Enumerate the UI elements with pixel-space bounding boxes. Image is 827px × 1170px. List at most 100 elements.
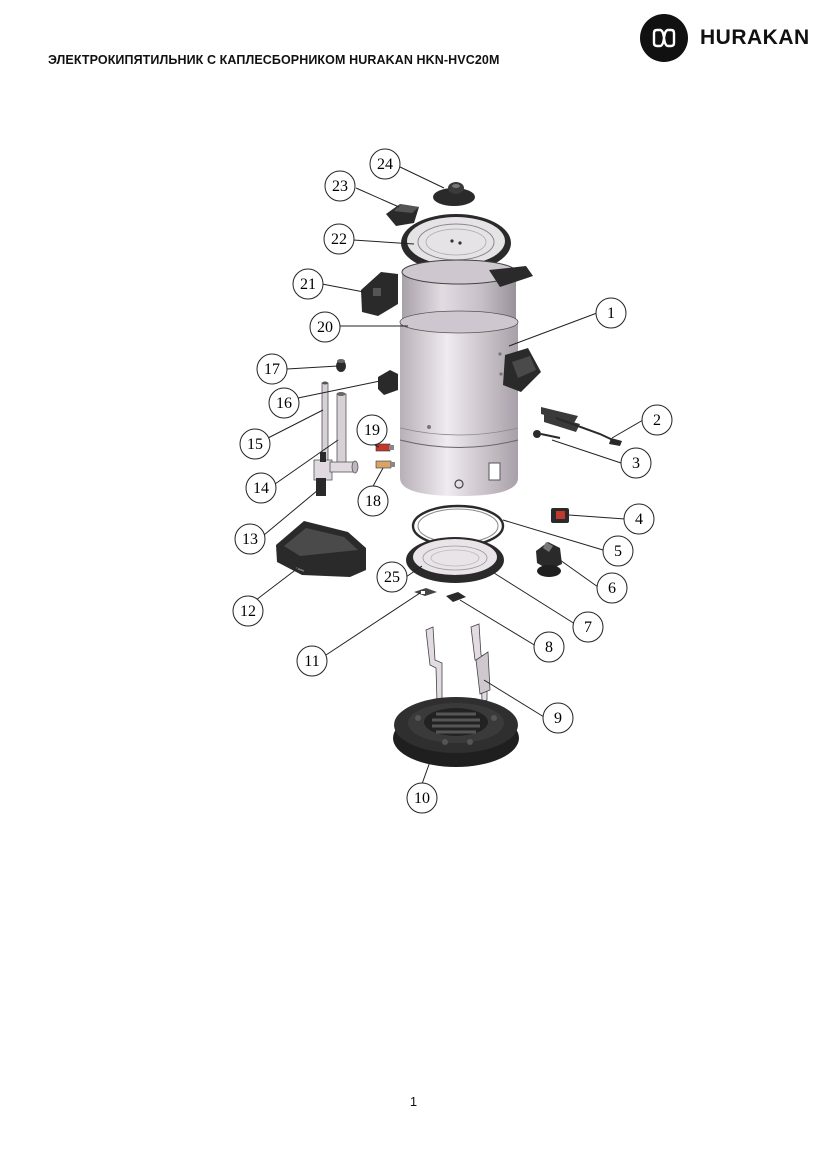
callout-label: 4 bbox=[635, 511, 643, 528]
callout-9: 9 bbox=[542, 702, 574, 734]
leader-11 bbox=[325, 592, 421, 656]
callout-label: 7 bbox=[584, 619, 592, 636]
leader-15 bbox=[267, 409, 324, 439]
callout-13: 13 bbox=[234, 523, 266, 555]
callout-1: 1 bbox=[595, 297, 627, 329]
callout-14: 14 bbox=[245, 472, 277, 504]
callout-label: 13 bbox=[242, 531, 258, 548]
callout-label: 24 bbox=[377, 156, 393, 173]
leader-7 bbox=[493, 572, 576, 625]
leader-6 bbox=[559, 559, 599, 588]
callout-label: 20 bbox=[317, 319, 333, 336]
leader-18 bbox=[371, 467, 384, 489]
part-clip-left bbox=[414, 588, 437, 596]
brand-logo: HURAKAN bbox=[640, 14, 820, 62]
part-drip-tray bbox=[276, 521, 366, 577]
part-level-tube-shell bbox=[336, 392, 347, 469]
leader-9 bbox=[483, 679, 545, 718]
part-mounting-bracket bbox=[361, 272, 398, 316]
leader-5 bbox=[502, 519, 604, 551]
logo-badge bbox=[640, 14, 688, 62]
callout-label: 3 bbox=[632, 455, 640, 472]
part-connector-brass bbox=[375, 460, 395, 469]
callout-label: 23 bbox=[332, 178, 348, 195]
callout-label: 17 bbox=[264, 361, 280, 378]
leader-16 bbox=[297, 380, 381, 399]
callout-23: 23 bbox=[324, 170, 356, 202]
callout-label: 5 bbox=[614, 543, 622, 560]
part-lid-handle bbox=[386, 204, 419, 226]
part-sensor bbox=[533, 430, 561, 439]
callout-label: 6 bbox=[608, 580, 616, 597]
callout-3: 3 bbox=[620, 447, 652, 479]
callout-label: 16 bbox=[276, 395, 292, 412]
callout-16: 16 bbox=[268, 387, 300, 419]
callout-22: 22 bbox=[323, 223, 355, 255]
callout-label: 14 bbox=[253, 480, 269, 497]
callout-label: 15 bbox=[247, 436, 263, 453]
callout-18: 18 bbox=[357, 485, 389, 517]
leader-21 bbox=[321, 283, 365, 293]
callout-label: 1 bbox=[607, 305, 615, 322]
callout-2: 2 bbox=[641, 404, 673, 436]
leader-lines bbox=[255, 165, 644, 785]
leader-14 bbox=[274, 439, 339, 485]
callout-20: 20 bbox=[309, 311, 341, 343]
leader-4 bbox=[568, 514, 626, 520]
leader-2 bbox=[611, 419, 644, 439]
callout-label: 21 bbox=[300, 276, 316, 293]
leader-22 bbox=[352, 239, 415, 245]
part-tap bbox=[313, 452, 359, 496]
callout-label: 12 bbox=[240, 603, 256, 620]
leader-10 bbox=[421, 755, 433, 785]
callout-label: 19 bbox=[364, 422, 380, 439]
part-thermostat bbox=[536, 542, 562, 577]
callout-label: 2 bbox=[653, 412, 661, 429]
callout-21: 21 bbox=[292, 268, 324, 300]
callout-15: 15 bbox=[239, 428, 271, 460]
callout-label: 25 bbox=[384, 569, 400, 586]
part-base bbox=[393, 697, 519, 767]
brand-name: HURAKAN bbox=[700, 26, 810, 49]
part-side-handle bbox=[503, 348, 541, 392]
part-indicator-lamp bbox=[551, 508, 569, 523]
callout-label: 9 bbox=[554, 710, 562, 727]
callout-6: 6 bbox=[596, 572, 628, 604]
leader-23 bbox=[355, 187, 400, 208]
part-small-knob bbox=[336, 359, 346, 372]
callout-label: 11 bbox=[304, 653, 319, 670]
page-number: 1 bbox=[409, 1094, 418, 1109]
logo-wave-icon bbox=[652, 28, 676, 48]
leader-3 bbox=[551, 439, 622, 464]
part-support-legs bbox=[425, 623, 491, 703]
part-lid-knob bbox=[433, 182, 475, 206]
callout-8: 8 bbox=[533, 631, 565, 663]
leader-17 bbox=[286, 365, 339, 370]
callout-11: 11 bbox=[296, 645, 328, 677]
part-bottom-plate bbox=[406, 537, 504, 583]
document-title: ЭЛЕКТРОКИПЯТИЛЬНИК С КАПЛЕСБОРНИКОМ HURA… bbox=[48, 53, 500, 67]
callout-7: 7 bbox=[572, 611, 604, 643]
leader-24 bbox=[397, 165, 445, 189]
leader-25 bbox=[405, 565, 423, 578]
leader-8 bbox=[459, 599, 537, 647]
part-heating-element bbox=[541, 407, 622, 446]
callout-19: 19 bbox=[356, 414, 388, 446]
callout-label: 8 bbox=[545, 639, 553, 656]
callout-10: 10 bbox=[406, 782, 438, 814]
callout-25: 25 bbox=[376, 561, 408, 593]
callout-label: 18 bbox=[365, 493, 381, 510]
callout-17: 17 bbox=[256, 353, 288, 385]
part-lid bbox=[401, 214, 511, 272]
callout-4: 4 bbox=[623, 503, 655, 535]
part-connector-red bbox=[375, 443, 394, 452]
part-switch-housing bbox=[378, 370, 398, 395]
callout-label: 10 bbox=[414, 790, 430, 807]
leader-12 bbox=[255, 567, 299, 601]
callout-24: 24 bbox=[369, 148, 401, 180]
callouts: 1 2 3 4 5 6 7 8 9 10 11 12 13 14 15 16 1… bbox=[232, 148, 673, 814]
callout-label: 22 bbox=[331, 231, 347, 248]
part-clip-right bbox=[446, 592, 466, 602]
leader-13 bbox=[263, 489, 319, 536]
